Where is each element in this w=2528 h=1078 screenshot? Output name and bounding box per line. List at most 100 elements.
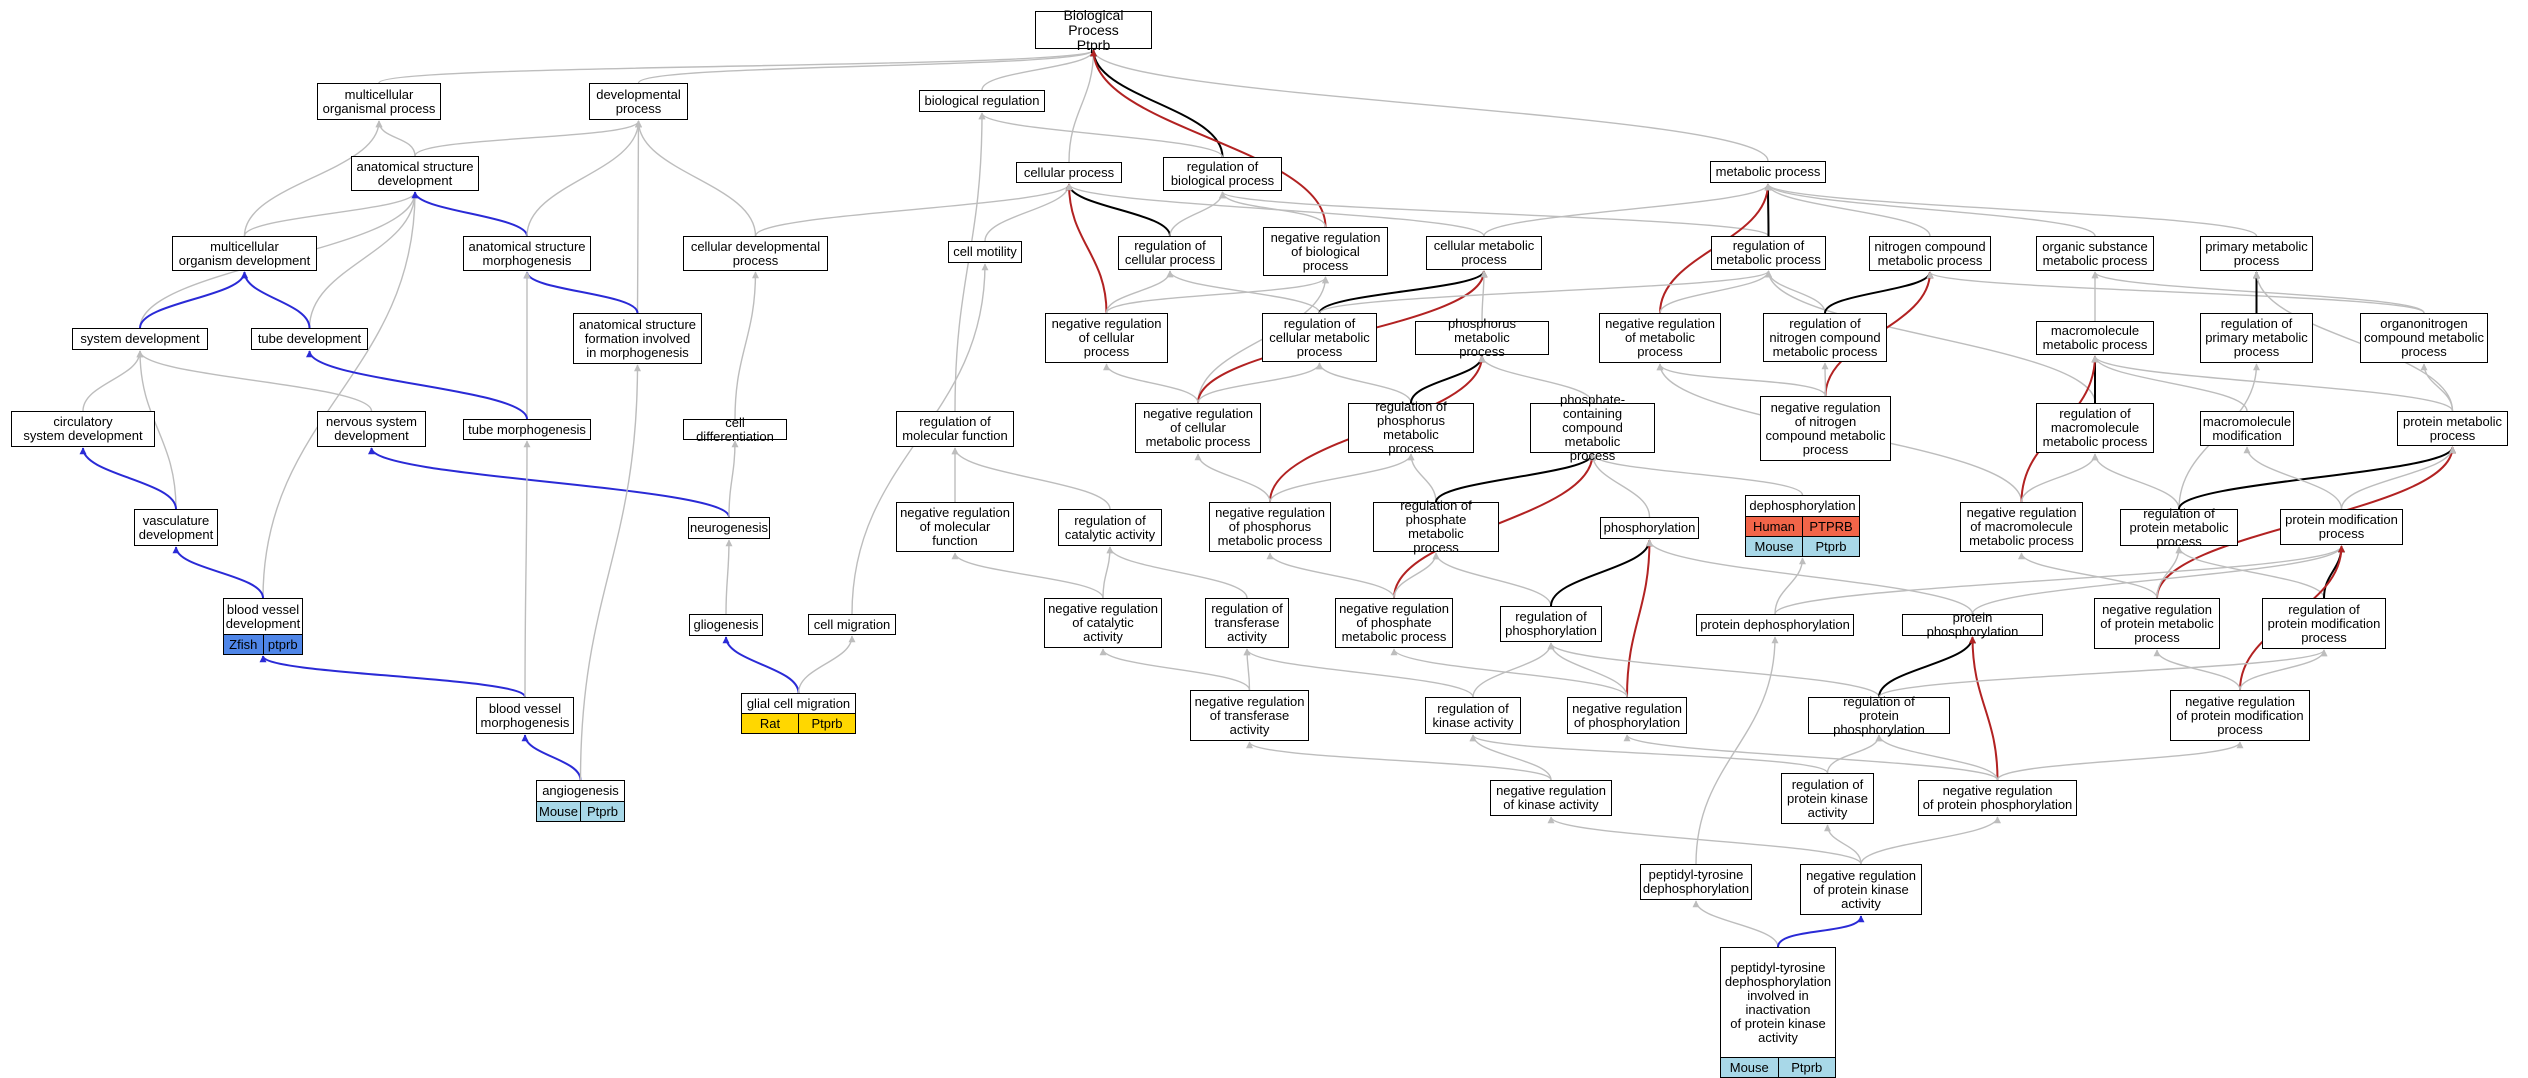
term-node-gcm[interactable]: glial cell migration [741,693,856,714]
term-node-nrphmp[interactable]: negative regulation of phosphorus metabo… [1209,502,1331,552]
edge-nrphos-to-phos [1626,539,1653,698]
term-node-cmp[interactable]: cellular metabolic process [1426,236,1542,270]
term-node-br[interactable]: biological regulation [919,90,1045,112]
term-node-rbp[interactable]: regulation of biological process [1163,157,1282,191]
term-node-asm[interactable]: anatomical structure morphogenesis [463,236,591,271]
term-node-pmodp[interactable]: protein modification process [2280,509,2403,545]
edge-rprmp-to-prmp [2178,446,2456,510]
edge-sd-to-mod [139,271,248,329]
term-node-pphos[interactable]: protein phosphorylation [1902,611,2043,639]
term-node-rphos[interactable]: regulation of phosphorylation [1500,606,1602,642]
species-label: Human [1753,519,1795,534]
term-node-cmig[interactable]: cell migration [808,614,896,635]
term-node-ang[interactable]: angiogenesis [536,780,625,802]
term-node-tm[interactable]: tube morphogenesis [463,419,591,440]
term-node-nrmp[interactable]: negative regulation of metabolic process [1599,313,1721,363]
term-node-glio[interactable]: gliogenesis [689,614,763,636]
edge-rpphos-to-rphos [1547,642,1880,698]
term-node-phmp[interactable]: phosphorus metabolic process [1415,317,1549,359]
term-node-rka[interactable]: regulation of kinase activity [1425,697,1521,734]
term-node-rta[interactable]: regulation of transferase activity [1205,598,1289,648]
term-node-nrbp[interactable]: negative regulation of biological proces… [1263,227,1388,276]
edge-rcmp-to-rcp [1166,270,1321,314]
term-node-rncmp[interactable]: regulation of nitrogen compound metaboli… [1763,313,1887,362]
term-node-neu[interactable]: neurogenesis [688,517,770,539]
term-node-rphmp[interactable]: regulation of phosphorus metabolic proce… [1348,400,1474,456]
term-node-nrprmp[interactable]: negative regulation of protein metabolic… [2094,598,2220,649]
term-node-dp[interactable]: developmental process [589,83,688,120]
term-node-nrncmp[interactable]: negative regulation of nitrogen compound… [1760,396,1891,461]
edge-rpka-to-rka [1469,734,1829,774]
term-node-pmp[interactable]: primary metabolic process [2200,236,2313,271]
term-node-cm[interactable]: cell motility [948,241,1022,263]
term-node-bp[interactable]: Biological Process Ptprb [1035,7,1152,52]
edge-rprmp-to-rmmp [2091,453,2180,510]
edge-glio-to-neu [725,539,733,615]
term-node-cdp[interactable]: cellular developmental process [683,236,828,271]
term-node-pdephos[interactable]: protein dephosphorylation [1696,614,1854,636]
edge-nrcmp-to-rcmp [1197,362,1323,404]
term-node-nrka[interactable]: negative regulation of kinase activity [1490,780,1612,816]
term-node-rmmp[interactable]: regulation of macromolecule metabolic pr… [2036,403,2154,453]
term-node-asfm[interactable]: anatomical structure formation involved … [573,313,702,364]
term-node-rpka[interactable]: regulation of protein kinase activity [1781,773,1874,824]
term-node-dephos[interactable]: dephosphorylation [1745,495,1860,517]
term-node-td[interactable]: tube development [251,328,368,350]
term-node-rmp[interactable]: regulation of metabolic process [1711,236,1826,270]
gene-label: Ptprb [798,714,855,733]
term-node-rpmp[interactable]: regulation of primary metabolic process [2200,313,2313,363]
term-node-osmp[interactable]: organic substance metabolic process [2036,236,2154,271]
term-node-asd[interactable]: anatomical structure development [351,156,479,191]
edge-br-to-bp [981,49,1097,91]
term-node-rca[interactable]: regulation of catalytic activity [1058,509,1162,546]
term-node-nrpka[interactable]: negative regulation of protein kinase ac… [1800,864,1922,915]
edge-rpphos-to-rpmodp [1878,649,2328,698]
term-node-ptdi[interactable]: peptidyl-tyrosine dephosphorylation invo… [1720,947,1836,1058]
term-node-nrpphos[interactable]: negative regulation of protein phosphory… [1918,780,2077,816]
term-node-mmp[interactable]: macromolecule metabolic process [2036,321,2154,355]
term-node-rpmodp[interactable]: regulation of protein modification proce… [2262,598,2386,649]
term-node-ncmp[interactable]: nitrogen compound metabolic process [1869,236,1991,271]
term-node-mp[interactable]: metabolic process [1710,161,1826,183]
term-node-mod[interactable]: multicellular organism development [172,236,317,271]
term-node-nsd[interactable]: nervous system development [317,411,426,447]
term-node-bvm[interactable]: blood vessel morphogenesis [476,697,574,734]
term-node-nrca[interactable]: negative regulation of catalytic activit… [1044,598,1162,648]
term-node-phos[interactable]: phosphorylation [1600,517,1699,539]
term-node-nrphos[interactable]: negative regulation of phosphorylation [1567,697,1687,734]
term-node-nrmmp[interactable]: negative regulation of macromolecule met… [1960,502,2083,552]
edge-bvm-to-tm [523,440,531,698]
term-node-prmp[interactable]: protein metabolic process [2397,411,2508,446]
edge-asd-to-dp [414,120,642,157]
term-node-mm[interactable]: macromolecule modification [2200,411,2294,446]
term-node-cd[interactable]: cell differentiation [683,415,787,443]
term-node-rpamp[interactable]: regulation of phosphate metabolic proces… [1373,499,1499,555]
term-node-rmf[interactable]: regulation of molecular function [896,411,1014,447]
term-node-nrpmodp[interactable]: negative regulation of protein modificat… [2170,690,2310,741]
term-node-mop[interactable]: multicellular organismal process [317,83,441,120]
edge-nrpphos-to-nrphos [1623,734,1999,781]
term-node-rcp[interactable]: regulation of cellular process [1118,236,1222,270]
term-node-nrpamp[interactable]: negative regulation of phosphate metabol… [1335,598,1453,648]
term-node-csd[interactable]: circulatory system development [11,411,155,447]
term-node-cp[interactable]: cellular process [1016,162,1122,183]
term-node-nrcp[interactable]: negative regulation of cellular process [1045,313,1168,363]
edge-rphos-to-rpamp [1432,552,1552,607]
term-node-pccmp[interactable]: phosphate-containing compound metabolic … [1530,393,1655,463]
term-node-oncmp[interactable]: organonitrogen compound metabolic proces… [2360,313,2488,363]
term-node-rprmp[interactable]: regulation of protein metabolic process [2120,506,2238,548]
edge-cdp-to-cp [754,183,1073,237]
term-node-vd[interactable]: vasculature development [134,509,218,546]
term-node-ptd[interactable]: peptidyl-tyrosine dephosphorylation [1640,864,1752,900]
edge-nrphos-to-nrpamp [1390,648,1628,698]
term-node-sd[interactable]: system development [72,328,208,350]
term-node-rpphos[interactable]: regulation of protein phosphorylation [1808,694,1950,736]
term-node-nrcmp[interactable]: negative regulation of cellular metaboli… [1135,403,1261,453]
edge-tm-to-td [306,350,528,420]
term-node-rcmp[interactable]: regulation of cellular metabolic process [1262,313,1377,362]
term-node-nrmf[interactable]: negative regulation of molecular functio… [896,502,1014,552]
term-node-nrta[interactable]: negative regulation of transferase activ… [1190,690,1309,741]
term-node-bvd[interactable]: blood vessel development [223,598,303,635]
species-label: Mouse [1729,1060,1769,1075]
